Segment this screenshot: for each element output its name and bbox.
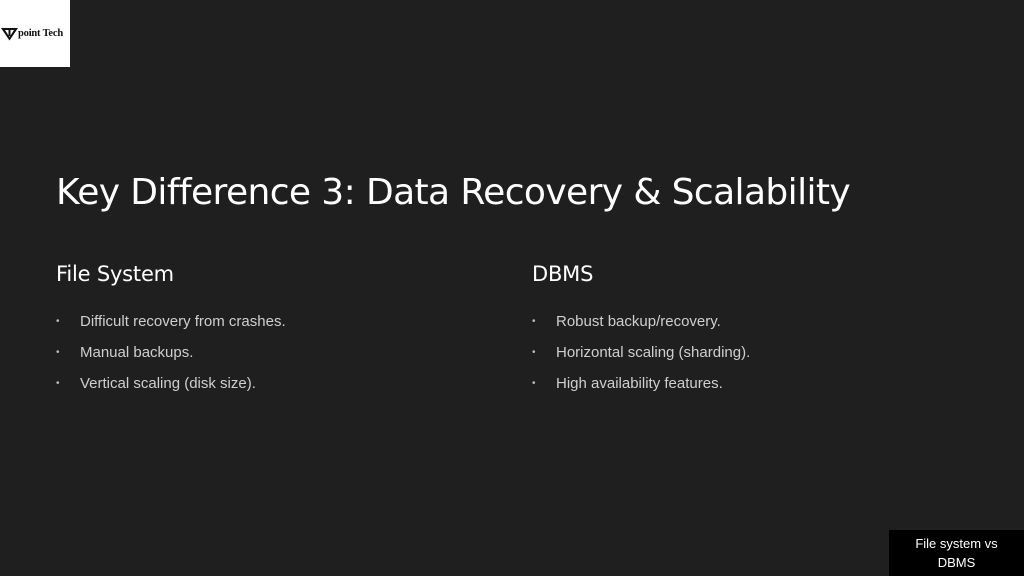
tpoint-logo-icon xyxy=(1,27,18,40)
bullet-item: • Difficult recovery from crashes. xyxy=(56,306,476,337)
bullet-text: Robust backup/recovery. xyxy=(556,313,721,330)
bullet-dot-icon: • xyxy=(56,316,60,327)
footer-label-box: File system vs DBMS xyxy=(889,530,1024,576)
bullet-item: • High availability features. xyxy=(532,368,952,399)
logo-text: point Tech xyxy=(18,28,63,39)
bullet-dot-icon: • xyxy=(56,347,60,358)
bullet-dot-icon: • xyxy=(532,347,536,358)
dbms-column: DBMS • Robust backup/recovery. • Horizon… xyxy=(532,262,952,399)
slide-title: Key Difference 3: Data Recovery & Scalab… xyxy=(56,172,851,213)
bullet-item: • Manual backups. xyxy=(56,337,476,368)
bullet-item: • Robust backup/recovery. xyxy=(532,306,952,337)
file-system-heading: File System xyxy=(56,262,174,286)
file-system-bullet-list: • Difficult recovery from crashes. • Man… xyxy=(56,306,476,399)
dbms-bullet-list: • Robust backup/recovery. • Horizontal s… xyxy=(532,306,952,399)
bullet-dot-icon: • xyxy=(532,316,536,327)
logo-inner: point Tech xyxy=(1,27,63,41)
bullet-text: Difficult recovery from crashes. xyxy=(80,313,286,330)
bullet-text: Vertical scaling (disk size). xyxy=(80,375,256,392)
logo: point Tech xyxy=(0,0,70,67)
dbms-heading: DBMS xyxy=(532,262,594,286)
bullet-text: Horizontal scaling (sharding). xyxy=(556,344,751,361)
bullet-item: • Vertical scaling (disk size). xyxy=(56,368,476,399)
bullet-text: Manual backups. xyxy=(80,344,194,361)
bullet-dot-icon: • xyxy=(532,378,536,389)
bullet-text: High availability features. xyxy=(556,375,723,392)
file-system-column: File System • Difficult recovery from cr… xyxy=(56,262,476,399)
bullet-item: • Horizontal scaling (sharding). xyxy=(532,337,952,368)
footer-label: File system vs DBMS xyxy=(915,536,998,570)
bullet-dot-icon: • xyxy=(56,378,60,389)
